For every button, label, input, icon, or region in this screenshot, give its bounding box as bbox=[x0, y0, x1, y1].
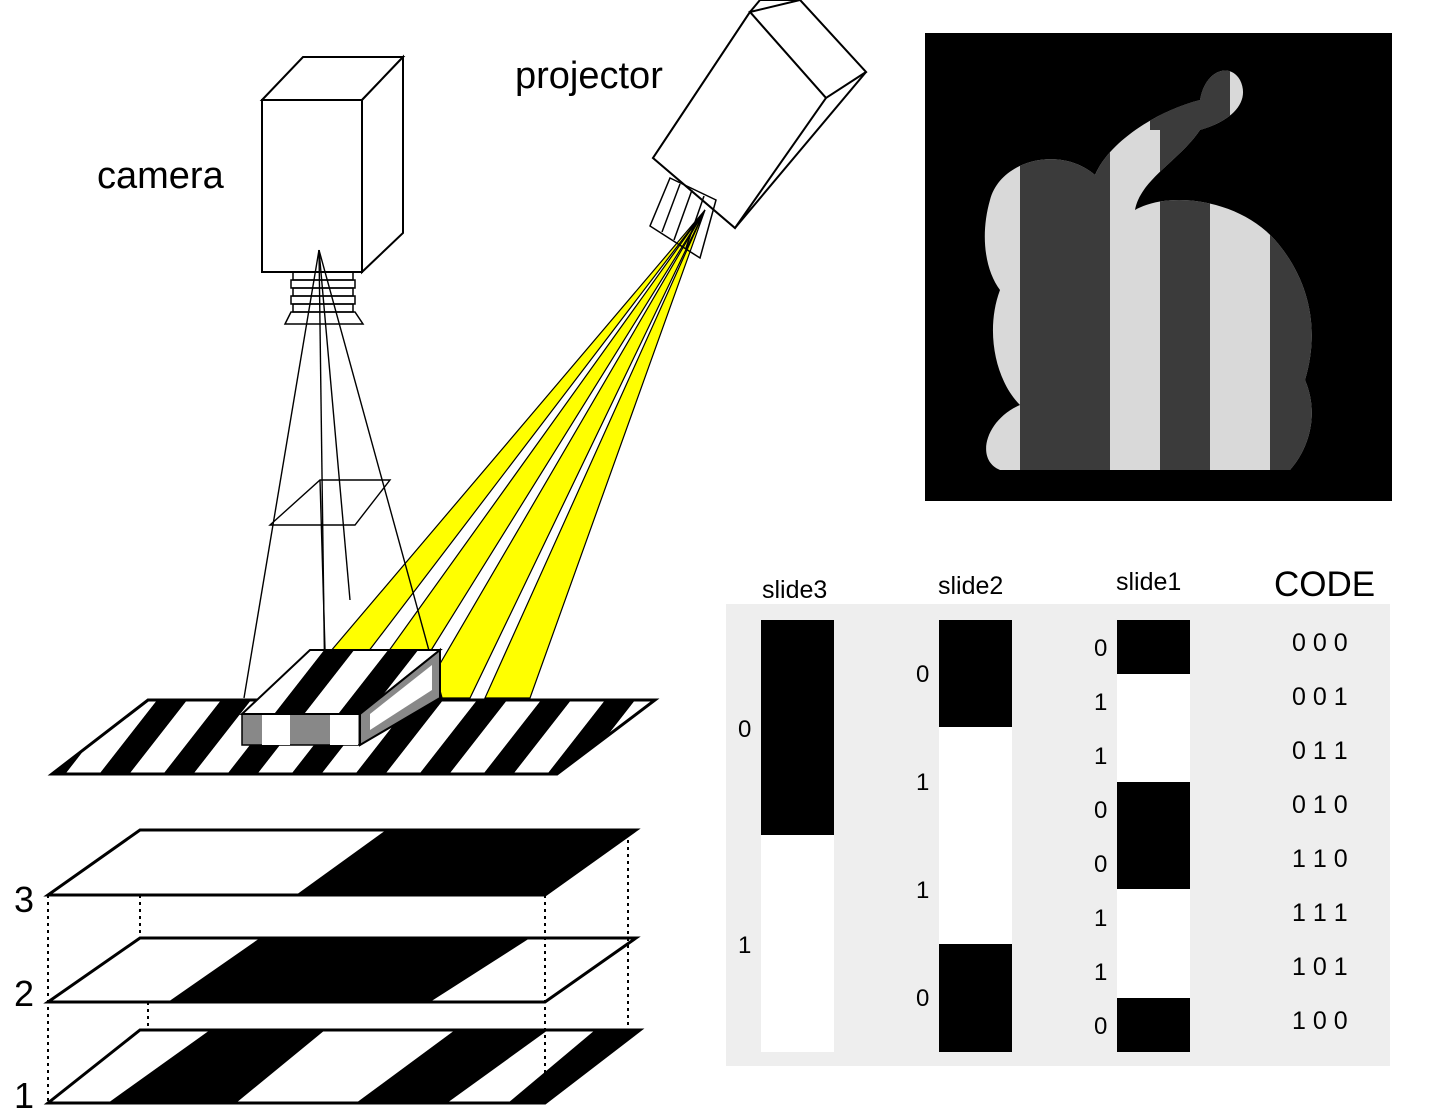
code-6: 1 0 1 bbox=[1292, 953, 1348, 981]
projector-icon bbox=[649, 0, 868, 260]
slide2-bit-2: 1 bbox=[916, 877, 929, 904]
header-slide2: slide2 bbox=[938, 572, 1003, 600]
slide2-bit-0: 0 bbox=[916, 661, 929, 688]
slide1-bit-5: 1 bbox=[1094, 905, 1107, 932]
projector-beam-3 bbox=[418, 209, 706, 699]
camera-frustum bbox=[243, 249, 443, 699]
slide1-bit-4: 0 bbox=[1094, 851, 1107, 878]
code-5: 1 1 1 bbox=[1292, 899, 1348, 927]
code-7: 1 0 0 bbox=[1292, 1007, 1348, 1035]
slide1-bit-6: 1 bbox=[1094, 959, 1107, 986]
code-3: 0 1 0 bbox=[1292, 791, 1348, 819]
slide1-bit-2: 1 bbox=[1094, 743, 1107, 770]
header-slide3: slide3 bbox=[762, 576, 827, 604]
table-background bbox=[726, 604, 1390, 1066]
header-slide1: slide1 bbox=[1116, 568, 1181, 596]
plane-1 bbox=[43, 1028, 645, 1105]
projector-beams bbox=[328, 209, 706, 699]
code-1: 0 0 1 bbox=[1292, 683, 1348, 711]
slide1-bit-3: 0 bbox=[1094, 797, 1107, 824]
header-code: CODE bbox=[1274, 565, 1375, 604]
slide1-bit-0: 0 bbox=[1094, 635, 1107, 662]
slide1-bit-1: 1 bbox=[1094, 689, 1107, 716]
plane-1-label: 1 bbox=[14, 1075, 34, 1116]
slide2-bit-1: 1 bbox=[916, 769, 929, 796]
slide2-bit-3: 0 bbox=[916, 985, 929, 1012]
plane-3 bbox=[43, 828, 641, 897]
striped-ground-plane bbox=[47, 647, 660, 776]
projector-label: projector bbox=[515, 55, 663, 97]
camera-icon bbox=[259, 54, 406, 325]
code-2: 0 1 1 bbox=[1292, 737, 1348, 765]
slide3-bit-0: 0 bbox=[738, 716, 751, 743]
plane-2 bbox=[43, 936, 641, 1004]
camera-label: camera bbox=[97, 155, 225, 197]
code-planes: 3 2 1 bbox=[14, 828, 645, 1116]
plane-3-label: 3 bbox=[14, 879, 34, 920]
code-table: slide3 slide2 slide1 CODE 0 1 0 1 1 0 0 … bbox=[726, 565, 1390, 1066]
slide1-bit-7: 0 bbox=[1094, 1013, 1107, 1040]
bunny-render bbox=[925, 33, 1392, 501]
code-4: 1 1 0 bbox=[1292, 845, 1348, 873]
projector-beam-4 bbox=[484, 209, 706, 699]
slide3-bit-1: 1 bbox=[738, 932, 751, 959]
code-0: 0 0 0 bbox=[1292, 629, 1348, 657]
plane-2-label: 2 bbox=[14, 973, 34, 1014]
